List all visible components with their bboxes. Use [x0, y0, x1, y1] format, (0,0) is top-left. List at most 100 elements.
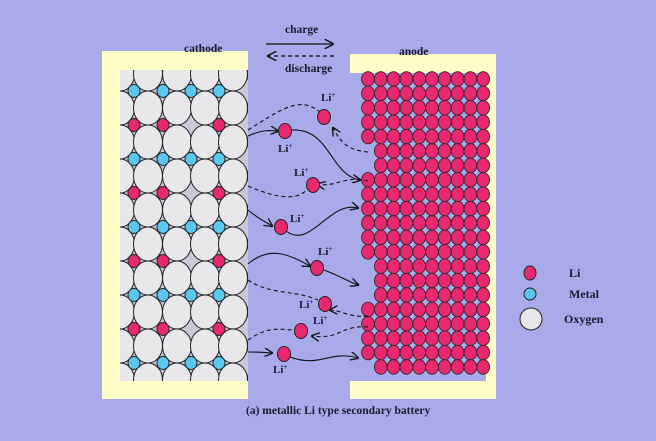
anode-li-atom [399, 287, 414, 303]
anode-li-atom [412, 71, 427, 87]
legend-metal-label: Metal [569, 287, 600, 301]
oxygen-atom [247, 271, 248, 285]
anode-li-atom [437, 71, 452, 87]
metal-atom [127, 152, 141, 166]
anode-li-atom [463, 85, 478, 102]
li-atom [212, 186, 226, 200]
anode-li-atom [450, 114, 465, 130]
anode-li-atom [412, 287, 427, 303]
li-ion-icon [318, 296, 332, 312]
anode-li-atom [476, 85, 491, 102]
anode-li-atom [476, 71, 491, 87]
metal-atom [156, 288, 170, 302]
anode-li-atom [476, 229, 491, 246]
anode-li-atom [412, 258, 427, 274]
anode-li-atom [399, 215, 414, 231]
anode-li-atom [386, 330, 401, 346]
anode-li-atom [412, 172, 427, 188]
anode-li-atom [463, 229, 478, 246]
li-ion: Li+ [294, 314, 327, 339]
anode-li-atom [373, 85, 388, 102]
anode-li-atom [463, 244, 478, 260]
anode-li-atom [463, 128, 478, 145]
legend-metal-icon [523, 287, 537, 301]
anode-li-atom [463, 200, 478, 217]
anode-li-atom [361, 128, 375, 145]
anode-li-atom [386, 301, 401, 318]
anode-li-atom [412, 229, 427, 246]
anode-li-atom [373, 244, 388, 260]
anode-li-atom [437, 272, 452, 289]
oxygen-atom [247, 305, 248, 319]
discharge-label: discharge [285, 63, 332, 75]
anode-li-atom [386, 114, 401, 130]
anode-li-atom [386, 186, 401, 202]
li-ion-icon [274, 219, 288, 235]
anode-li-atom [399, 128, 414, 145]
anode-li-atom [373, 200, 388, 217]
anode-li-atom [450, 143, 465, 159]
li-ion: Li+ [274, 212, 304, 235]
anode-li-atom [463, 215, 478, 231]
anode-li-atom [412, 143, 427, 159]
anode-li-atom [386, 359, 401, 375]
anode-li-atom [476, 359, 491, 375]
anode-li-atom [450, 287, 465, 303]
li-ion-label: Li+ [278, 142, 292, 155]
anode-li-atom [450, 301, 465, 318]
anode-li-atom [373, 287, 388, 303]
anode-li-atom [399, 100, 414, 116]
anode-li-atom [399, 258, 414, 274]
metal-atom [156, 152, 170, 166]
anode-li-atom [399, 244, 414, 260]
anode-li-atom [437, 287, 452, 303]
anode-li-atom [373, 301, 388, 318]
li-ion-icon [310, 260, 324, 276]
anode-li-atom [463, 344, 478, 361]
anode-li-atom [450, 157, 465, 174]
anode-li-atom [399, 301, 414, 318]
li-ion-icon [317, 109, 331, 125]
anode-li-atom [386, 200, 401, 217]
li-atom [212, 118, 226, 132]
anode-li-atom [399, 172, 414, 188]
li-atom [156, 186, 170, 200]
anode-li-atom [425, 244, 439, 260]
anode-li-atom [373, 172, 388, 188]
anode-li-atom [476, 344, 491, 361]
legend-li-label: Li [569, 266, 581, 280]
li-ion: Li+ [310, 245, 332, 276]
anode-li-atom [437, 258, 452, 274]
anode-li-atom [450, 229, 465, 246]
metal-atom [127, 288, 141, 302]
li-ions: Li+Li+Li+Li+Li+Li+Li+Li+ [273, 91, 335, 376]
anode-li-atom [412, 272, 427, 289]
li-ion-label: Li+ [290, 212, 304, 225]
anode-li-atom [399, 71, 414, 87]
anode-li-atom [476, 143, 491, 159]
li-ion-label: Li+ [294, 166, 308, 179]
anode-li-atom [399, 157, 414, 174]
anode-li-atom [425, 114, 439, 130]
caption: (a) metallic Li type secondary battery [246, 405, 431, 417]
anode-li-atom [425, 301, 439, 318]
anode-li-atom [373, 128, 388, 145]
anode-li-atom [412, 100, 427, 116]
metal-atom [184, 84, 198, 98]
anode-li-atom [386, 344, 401, 361]
anode-li-atom [463, 186, 478, 202]
anode-li-atom [425, 215, 439, 231]
anode-li-atom [361, 244, 375, 260]
li-ion: Li+ [317, 91, 335, 125]
anode-li-atom [361, 186, 375, 202]
anode-li-atom [450, 316, 465, 332]
anode-label: anode [399, 46, 428, 58]
li-ion-label: Li+ [321, 91, 335, 104]
metal-atom [212, 288, 226, 302]
anode-li-atom [476, 272, 491, 289]
anode-li-atom [373, 114, 388, 130]
metal-atom [156, 356, 170, 370]
anode-li-atom [412, 215, 427, 231]
oxygen-atom [247, 203, 248, 217]
